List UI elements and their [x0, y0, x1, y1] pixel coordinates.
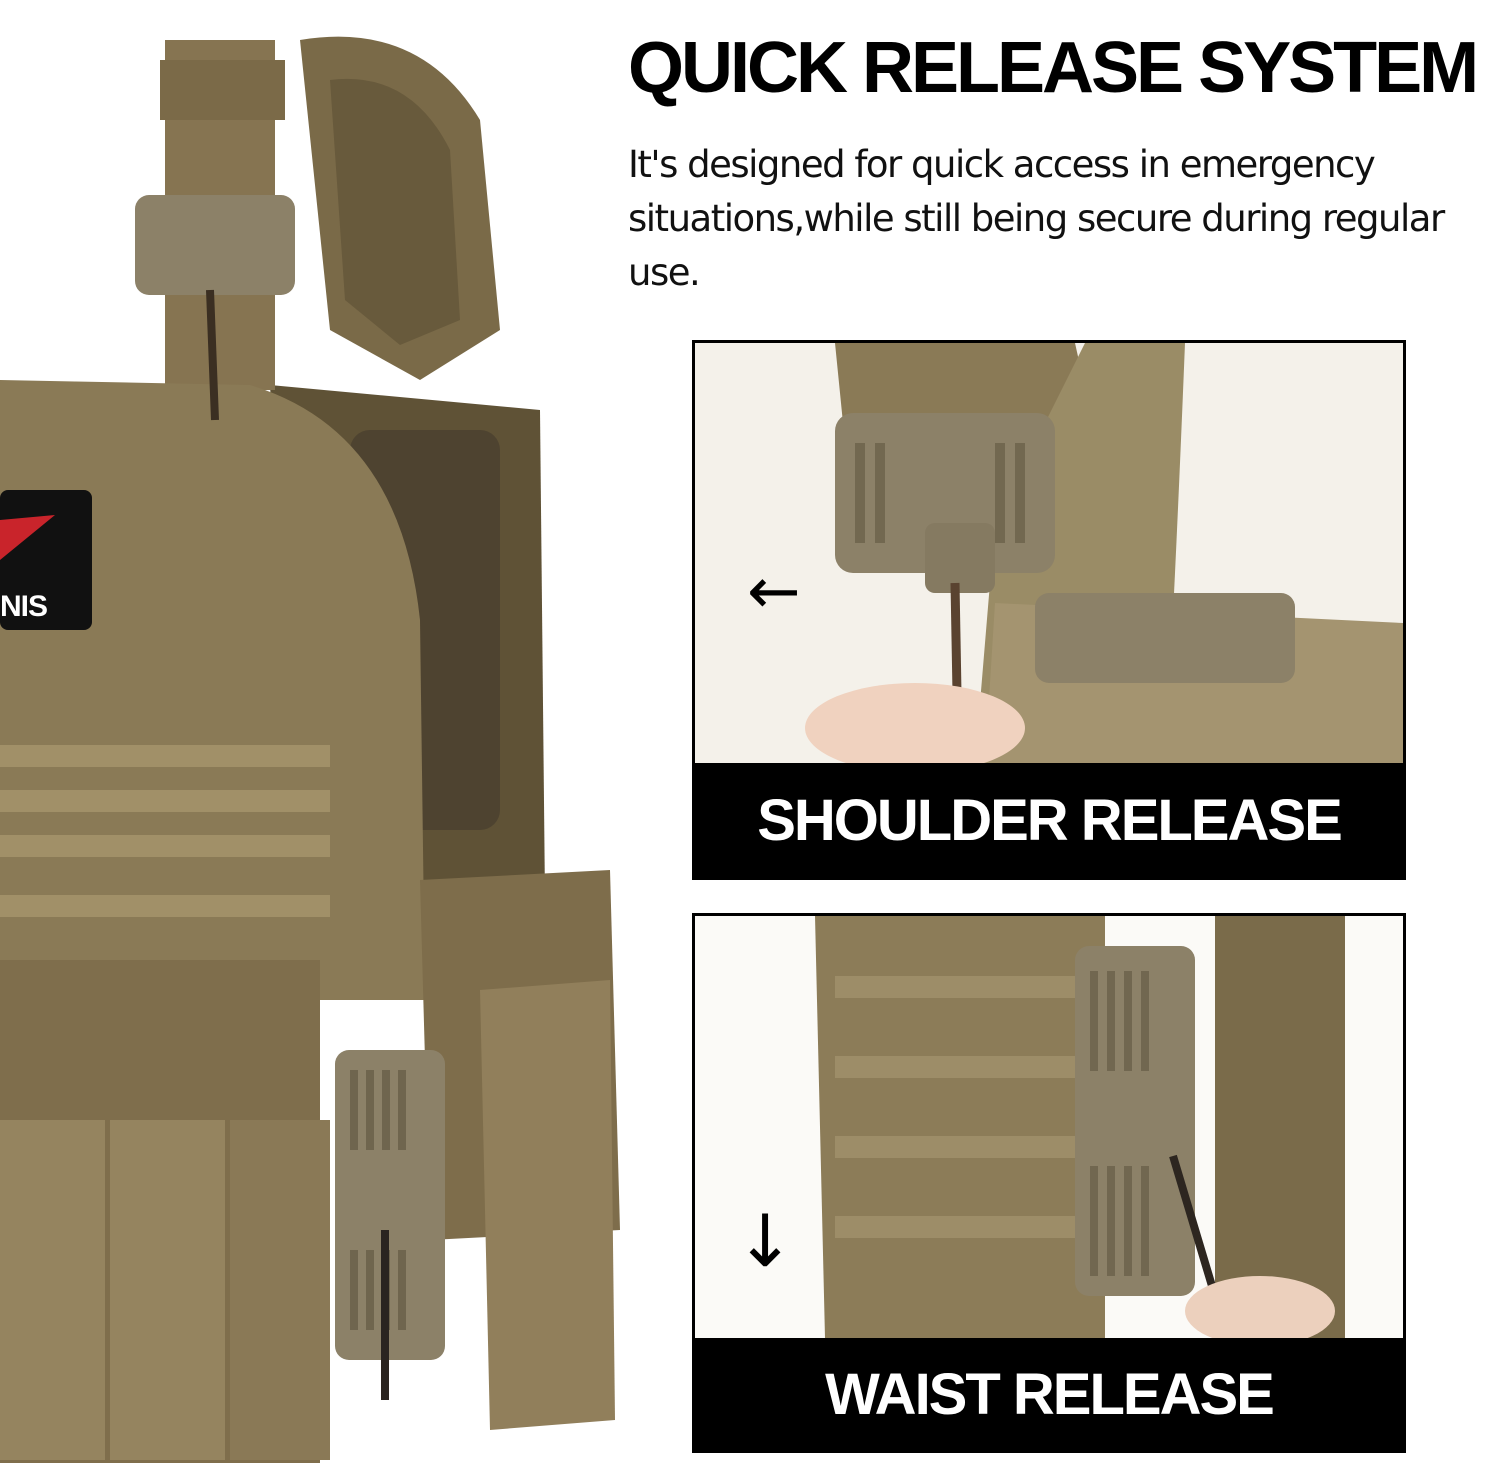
- shoulder-release-caption: SHOULDER RELEASE: [757, 787, 1343, 853]
- shoulder-release-photo: ←: [695, 343, 1403, 763]
- left-arrow-icon: ←: [747, 555, 801, 629]
- down-arrow-icon: ↓: [735, 1199, 795, 1283]
- shoulder-release-caption-bar: SHOULDER RELEASE: [695, 763, 1403, 877]
- description-text: It's designed for quick access in emerge…: [628, 143, 1445, 294]
- waist-release-caption: WAIST RELEASE: [825, 1361, 1275, 1427]
- waist-release-panel: ↓ WAIST RELEASE: [692, 913, 1406, 1453]
- waist-release-photo: ↓: [695, 916, 1403, 1338]
- waist-release-caption-bar: WAIST RELEASE: [695, 1338, 1403, 1450]
- headline: QUICK RELEASE SYSTEM: [628, 28, 1479, 108]
- brand-badge-text: NIS: [0, 590, 48, 623]
- vest-main-photo: [0, 0, 640, 1463]
- shoulder-release-panel: ← SHOULDER RELEASE: [692, 340, 1406, 880]
